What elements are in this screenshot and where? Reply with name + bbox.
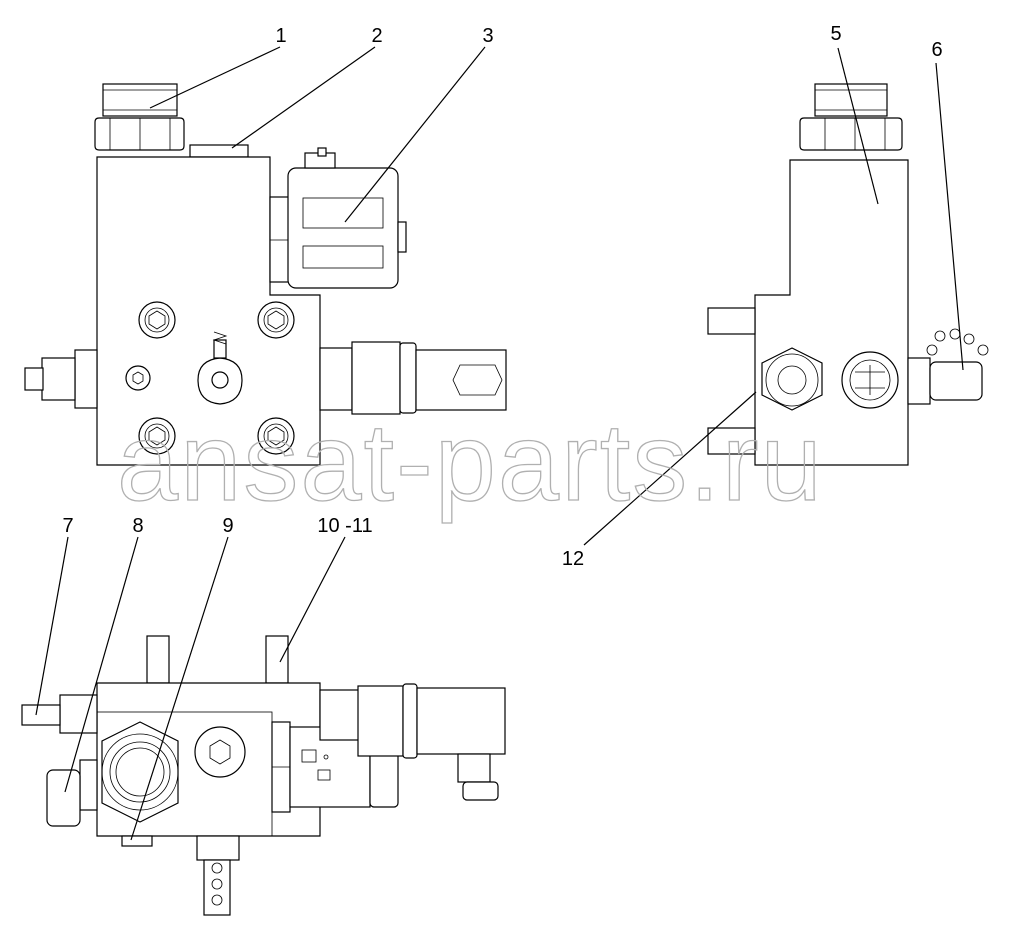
- callout-5: 5: [830, 23, 841, 45]
- leader-9: [130, 536, 229, 841]
- front-view: [24, 83, 507, 466]
- callout-8: 8: [132, 515, 143, 537]
- bolt-top-left: [138, 301, 176, 339]
- side-cap-nut: [907, 357, 931, 405]
- main-body: [96, 156, 321, 466]
- top-view-left-nut: [79, 759, 98, 811]
- solenoid-body: [357, 685, 404, 757]
- side-pin-upper: [707, 307, 756, 335]
- leader-8: [64, 536, 139, 793]
- top-fitting-nut: [102, 83, 178, 117]
- callouts: 1 2 3 5 6 7 8 9 10 -11 12: [62, 23, 942, 570]
- side-hex-plug: [761, 347, 823, 411]
- bolt-top-right: [257, 301, 295, 339]
- top-view-bottom-tab: [121, 835, 153, 847]
- top-view: [21, 635, 506, 916]
- pin-right: [265, 635, 289, 684]
- coil-nut: [397, 221, 407, 253]
- leader-7: [35, 536, 69, 716]
- leader-12: [583, 391, 757, 546]
- leader-10-11: [279, 536, 346, 663]
- bolt-bottom-right: [257, 417, 295, 455]
- leader-6: [935, 62, 964, 371]
- leader-3: [344, 46, 486, 223]
- top-view-left-stub: [21, 704, 61, 726]
- side-chain: [926, 328, 989, 356]
- small-plug: [189, 144, 249, 158]
- top-view-hex-plug: [194, 726, 246, 778]
- lock-tag: [197, 331, 243, 405]
- callout-3: 3: [482, 25, 493, 47]
- cartridge-body: [351, 341, 401, 415]
- callout-2: 2: [371, 25, 382, 47]
- pin-left: [146, 635, 170, 684]
- callout-7: 7: [62, 515, 73, 537]
- callout-1: 1: [275, 25, 286, 47]
- cartridge-base: [319, 347, 353, 411]
- leader-2: [231, 46, 376, 149]
- top-view-left-cap: [46, 769, 81, 827]
- side-top-nut: [799, 117, 903, 151]
- leader-lines: [35, 46, 964, 841]
- hex-socket-plug: [125, 365, 151, 391]
- bolt-bottom-left: [138, 417, 176, 455]
- leader-1: [149, 46, 281, 109]
- side-pad: [269, 196, 291, 283]
- leader-5: [837, 47, 879, 205]
- callout-9: 9: [222, 515, 233, 537]
- side-cap: [929, 361, 983, 401]
- solenoid-collar: [402, 683, 418, 759]
- top-hex-nut: [94, 117, 185, 151]
- side-port-fitting: [841, 351, 899, 409]
- side-pin-lower: [707, 427, 756, 455]
- bottom-fitting: [196, 835, 240, 861]
- solenoid-plug: [416, 687, 506, 755]
- callout-12: 12: [562, 548, 584, 570]
- plug-cable: [462, 781, 499, 801]
- solenoid-base: [319, 689, 361, 741]
- callout-10-11: 10 -11: [317, 515, 372, 537]
- bottom-cap: [203, 859, 231, 916]
- cartridge-head: [415, 349, 507, 411]
- callout-6: 6: [931, 39, 942, 61]
- left-hex-nut: [74, 349, 98, 409]
- left-fitting: [41, 357, 76, 401]
- plug-cable-gland: [457, 753, 491, 783]
- top-view-large-fitting: [101, 721, 179, 823]
- left-stub: [24, 367, 44, 391]
- watermark: ansat-parts.ru: [117, 401, 824, 524]
- side-view: [707, 83, 989, 466]
